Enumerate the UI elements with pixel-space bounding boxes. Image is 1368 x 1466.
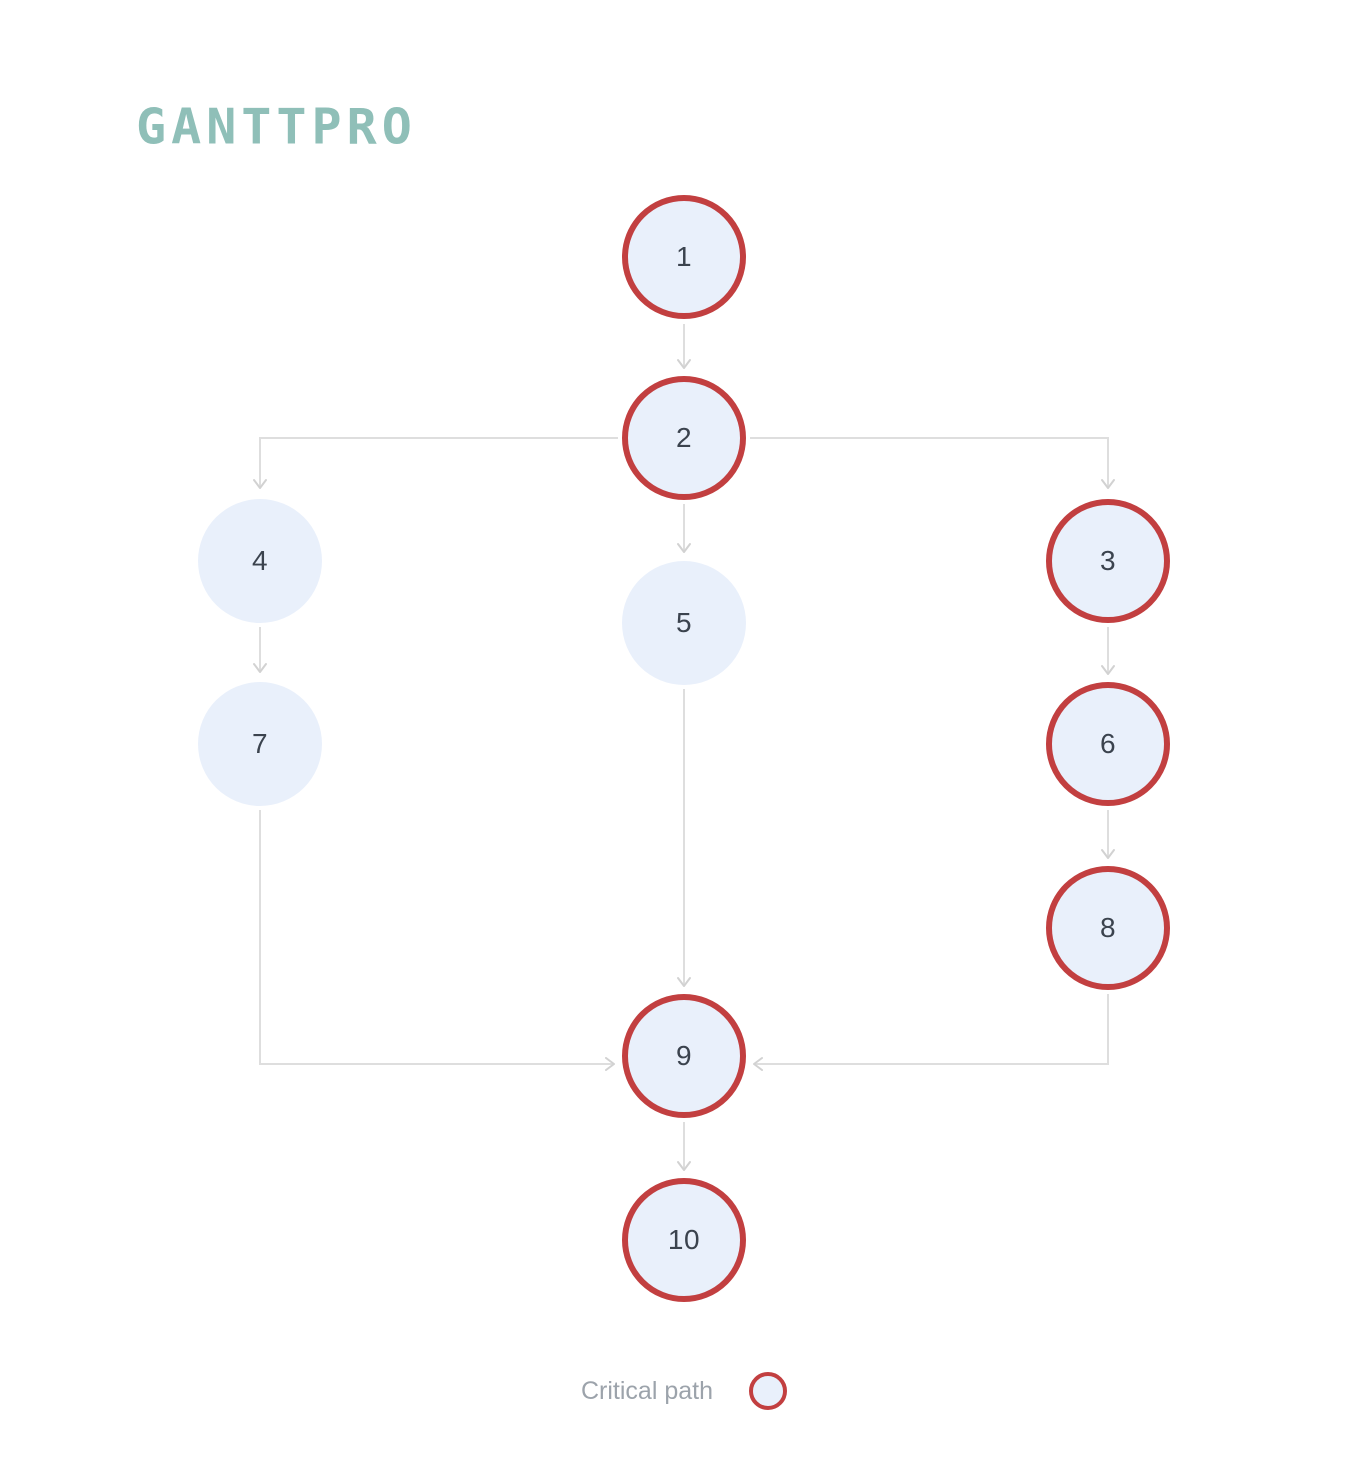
node-5: 5 — [622, 561, 746, 685]
node-2: 2 — [622, 376, 746, 500]
node-7-label: 7 — [251, 728, 269, 759]
node-8-label: 8 — [1099, 912, 1117, 943]
node-9: 9 — [622, 994, 746, 1118]
edge-2-3 — [750, 437, 1115, 489]
node-4: 4 — [198, 499, 322, 623]
node-1-label: 1 — [675, 241, 693, 272]
node-3-label: 3 — [1099, 545, 1117, 576]
legend-label: Critical path — [581, 1376, 713, 1405]
legend: Critical path — [581, 1372, 787, 1410]
node-10-label: 10 — [667, 1224, 701, 1255]
node-6: 6 — [1046, 682, 1170, 806]
node-7: 7 — [198, 682, 322, 806]
node-4-label: 4 — [251, 545, 269, 576]
edge-2-4 — [253, 437, 618, 489]
node-5-label: 5 — [675, 607, 693, 638]
node-9-label: 9 — [675, 1040, 693, 1071]
critical-path-swatch-icon — [749, 1372, 787, 1410]
node-2-label: 2 — [675, 422, 693, 453]
ganttpro-logo: GANTTPRO — [136, 98, 417, 156]
node-3: 3 — [1046, 499, 1170, 623]
edge-7-9 — [259, 810, 615, 1071]
node-6-label: 6 — [1099, 728, 1117, 759]
node-10: 10 — [622, 1178, 746, 1302]
node-8: 8 — [1046, 866, 1170, 990]
node-1: 1 — [622, 195, 746, 319]
edge-8-9 — [753, 994, 1109, 1071]
